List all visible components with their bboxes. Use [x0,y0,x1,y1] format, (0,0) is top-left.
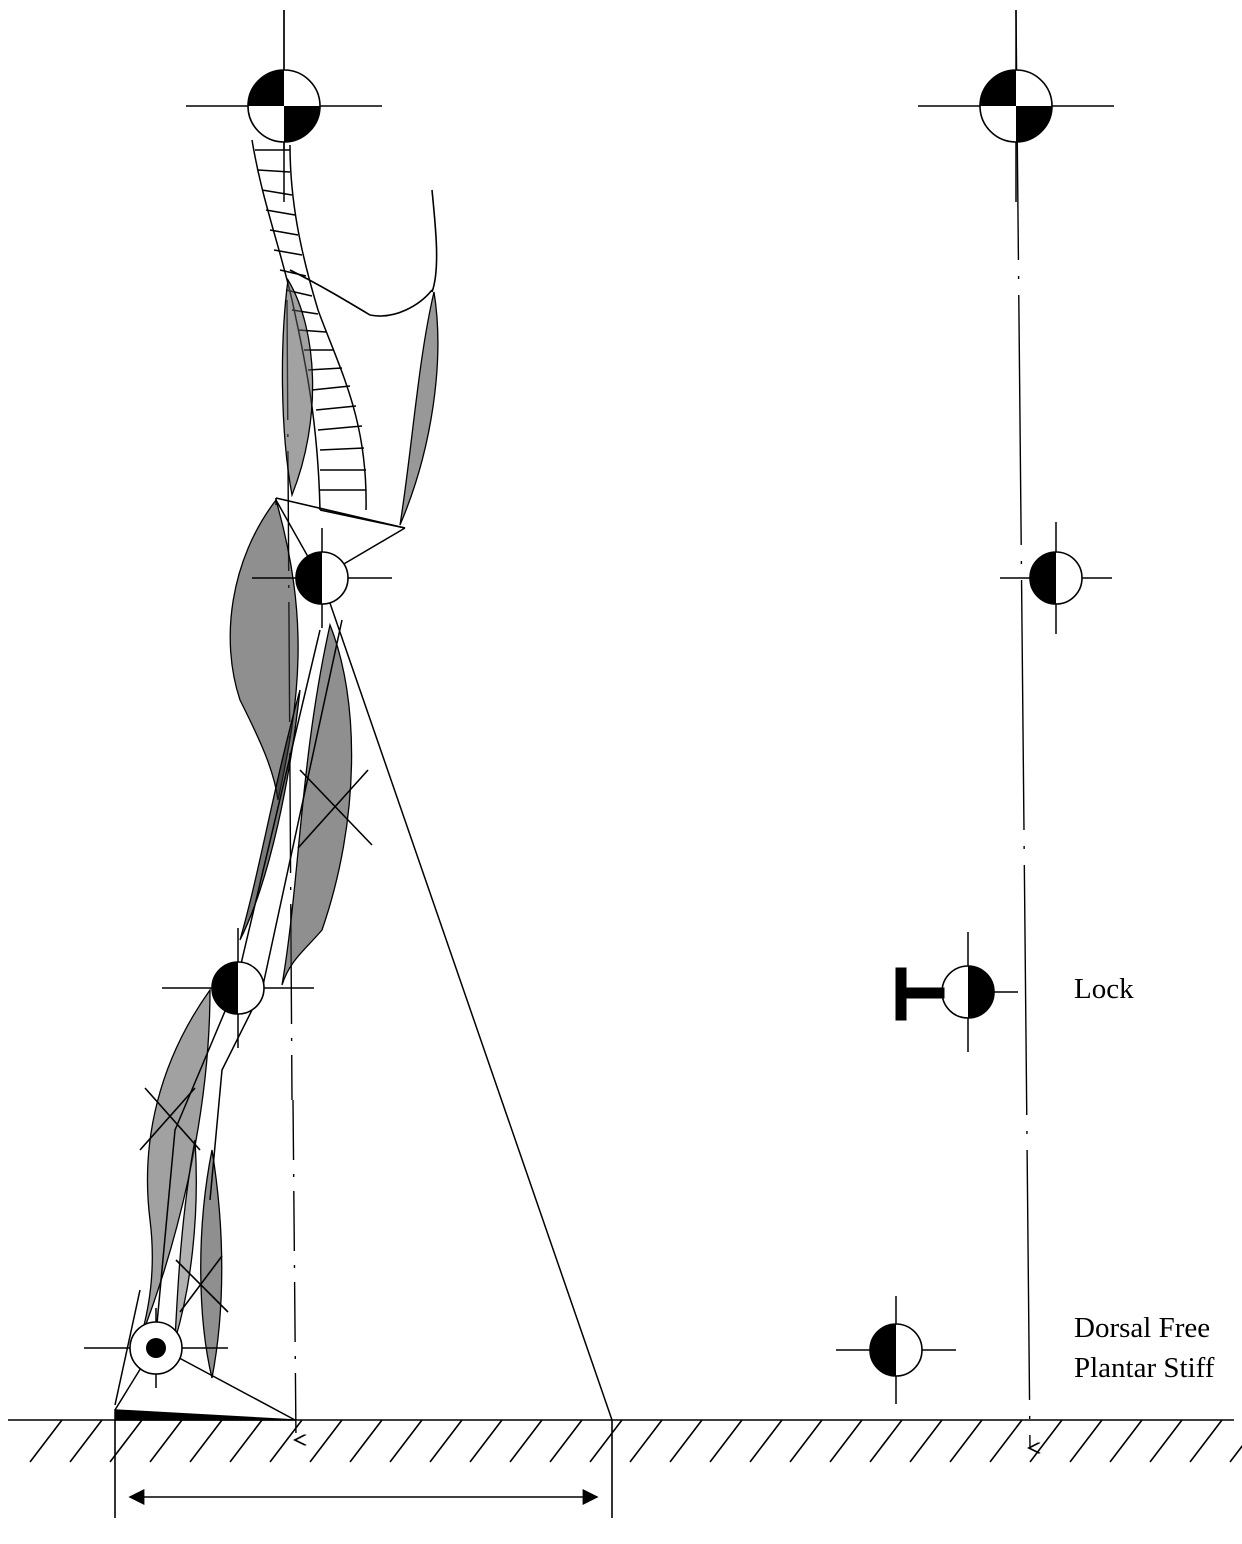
ground-hatching [30,1420,1242,1462]
lock-label: Lock [1074,975,1134,1004]
spine [252,140,366,510]
leg-segments [115,500,612,1420]
stride-dimension [115,1420,612,1518]
head-center-of-mass-marker-right [918,10,1114,202]
ankle-joint-marker-right [836,1296,956,1404]
head-center-of-mass-marker [186,10,382,202]
right-joint-markers [836,10,1114,1404]
plantar-stiff-label: Plantar Stiff [1074,1354,1214,1383]
muscles [140,280,438,1378]
plumb-line-right [1016,10,1030,1448]
knee-lock-symbol [896,968,944,1020]
hip-joint-marker-right [1000,522,1112,634]
ground [8,1420,1242,1462]
dorsal-free-label: Dorsal Free [1074,1314,1210,1343]
